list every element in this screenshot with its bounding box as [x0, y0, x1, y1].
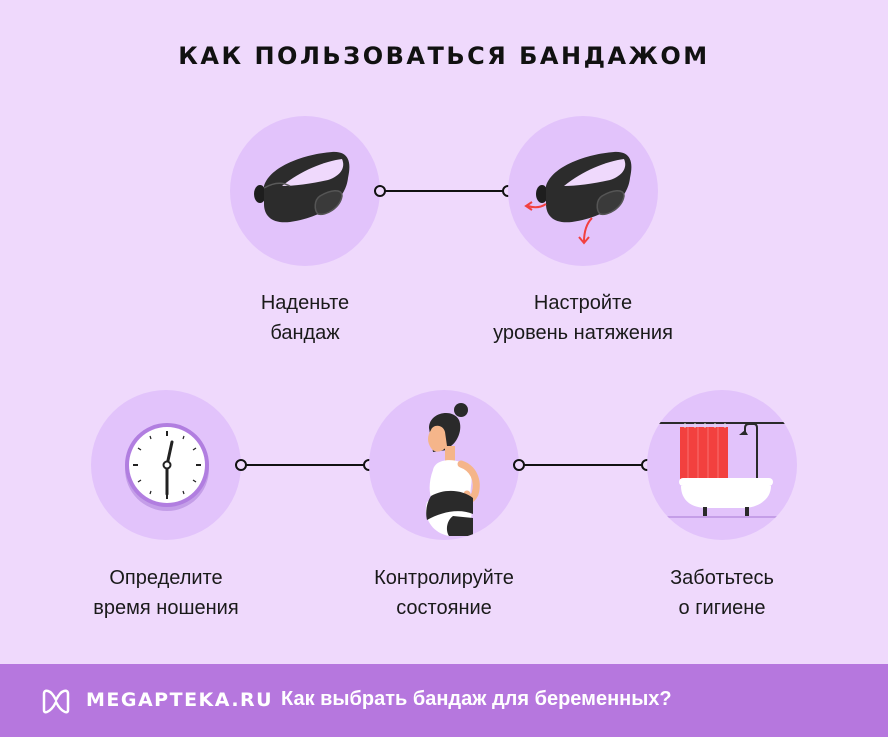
- footer-bar: MEGAPTEKA.RU Как выбрать бандаж для бере…: [0, 664, 888, 737]
- megapteka-logo-icon: [42, 689, 70, 714]
- step-1-label: Наденьте бандаж: [260, 292, 350, 344]
- step-3-circle: [91, 390, 241, 540]
- step-2-label: Настройте уровень натяжения: [493, 292, 673, 344]
- bathtub-icon: [647, 422, 797, 518]
- brand-name[interactable]: MEGAPTEKA.RU: [86, 689, 274, 711]
- footer-cta-link[interactable]: Как выбрать бандаж для беременных?: [281, 688, 672, 710]
- pregnant-woman-icon: [425, 403, 480, 536]
- step-3-label: Определите время ношения: [93, 567, 239, 619]
- step-5-label: Заботьтесь о гигиене: [670, 567, 774, 619]
- page-title: КАК ПОЛЬЗОВАТЬСЯ БАНДАЖОМ: [178, 42, 710, 70]
- step-5-circle: [647, 390, 797, 540]
- connector-1-2: [374, 185, 514, 197]
- clock-icon: [125, 423, 209, 511]
- belly-band-icon: [254, 151, 350, 223]
- step-4-label: Контролируйте состояние: [374, 567, 514, 619]
- step-4-circle: [369, 390, 519, 540]
- step-2-circle: [508, 116, 658, 266]
- connector-3-4: [235, 459, 375, 471]
- step-1-circle: [230, 116, 380, 266]
- connector-4-5: [513, 459, 653, 471]
- belly-band-adjust-icon: [524, 151, 632, 245]
